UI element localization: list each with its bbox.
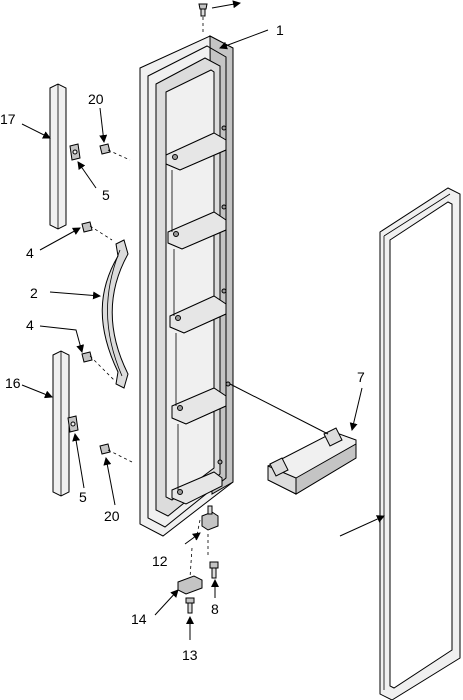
leader-4-lower — [39, 325, 85, 353]
leader-top-screw — [211, 0, 241, 9]
bottom-hinge-bracket — [201, 505, 219, 531]
callout-13: 13 — [182, 647, 198, 663]
door-gasket — [379, 187, 461, 700]
callout-20-upper: 20 — [88, 91, 104, 107]
leader-14 — [154, 589, 179, 616]
trim-screw-upper — [99, 143, 131, 161]
callout-1: 1 — [276, 22, 284, 38]
callout-12: 12 — [152, 553, 168, 569]
callout-7: 7 — [357, 369, 365, 385]
trim-screw-lower — [99, 443, 133, 463]
leader-12 — [184, 532, 201, 545]
door-shelf-4 — [171, 381, 231, 425]
trim-clip-upper — [69, 143, 81, 161]
leader-1 — [219, 29, 269, 50]
callout-14: 14 — [131, 611, 147, 627]
handle-screw-upper — [81, 221, 113, 241]
callout-20-lower: 20 — [104, 508, 120, 524]
door-shelf-3 — [169, 288, 227, 334]
door-shelf-1 — [165, 125, 227, 171]
leader-2 — [49, 291, 101, 300]
leader-gasket — [339, 515, 385, 537]
trim-strip-16 — [52, 350, 70, 497]
door-bin — [267, 427, 357, 495]
leader-17 — [21, 123, 51, 139]
leader-20-upper — [99, 107, 108, 143]
door-shelf-2 — [167, 204, 227, 250]
door-handle — [101, 239, 129, 389]
leader-16 — [21, 384, 53, 399]
leader-5-lower — [72, 433, 85, 489]
hinge-screw-13 — [185, 597, 195, 614]
leader-20-lower — [103, 457, 116, 506]
door-shelf-5 — [171, 459, 223, 505]
callout-8: 8 — [211, 601, 219, 617]
bin-mount-line — [229, 383, 329, 435]
callout-2: 2 — [30, 285, 38, 301]
leader-4-upper — [39, 227, 81, 251]
leader-7 — [349, 387, 363, 431]
hinge-screw-8 — [209, 561, 219, 579]
callout-4-lower: 4 — [26, 317, 34, 333]
trim-clip-lower — [67, 415, 79, 433]
callout-5-upper: 5 — [102, 187, 110, 203]
handle-screw-lower — [81, 351, 115, 381]
leader-5-upper — [77, 161, 97, 189]
hinge-block-14 — [177, 575, 203, 595]
top-hinge-screw — [198, 3, 208, 34]
freezer-door-assembly — [139, 35, 234, 537]
trim-strip-17 — [49, 83, 67, 230]
callout-17: 17 — [0, 111, 16, 127]
callout-4-upper: 4 — [26, 245, 34, 261]
callout-5-lower: 5 — [79, 489, 87, 505]
callout-16: 16 — [5, 375, 21, 391]
